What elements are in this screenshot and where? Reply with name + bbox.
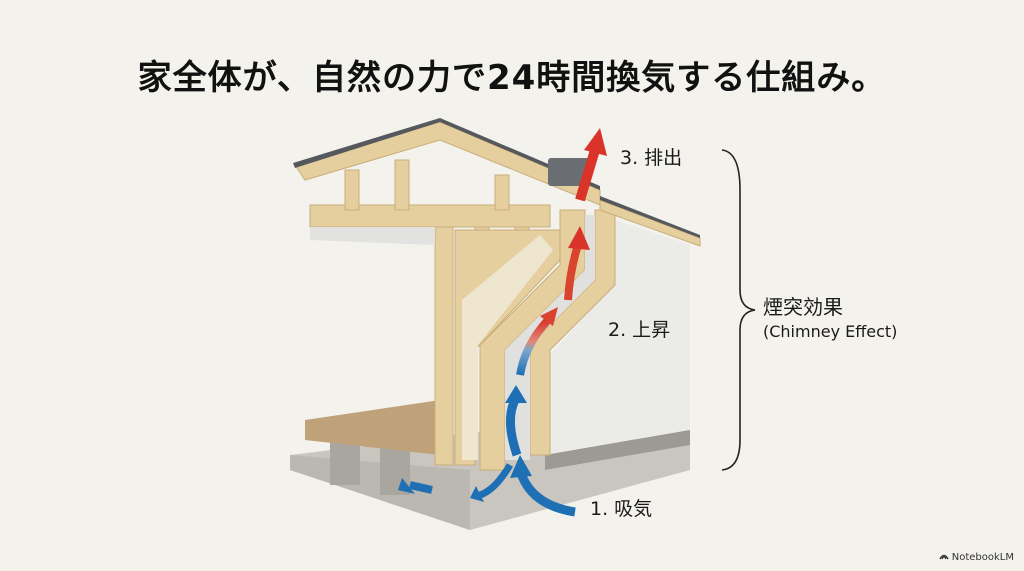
- effect-subtitle: (Chimney Effect): [763, 322, 898, 341]
- brand-name: NotebookLM: [951, 552, 1014, 563]
- brand-watermark: NotebookLM: [939, 552, 1014, 563]
- roof-vent: [548, 158, 590, 186]
- air-cavity: [505, 215, 595, 460]
- page-title: 家全体が、自然の力で24時間換気する仕組み。: [137, 58, 887, 98]
- chimney-effect-note: 煙突効果 (Chimney Effect): [763, 291, 897, 341]
- bracket: [721, 149, 756, 471]
- step-rise-label: 2. 上昇: [608, 319, 671, 341]
- step-exhaust-label: 3. 排出: [620, 147, 683, 169]
- floor-deck: [305, 400, 440, 455]
- step-intake-label: 1. 吸気: [590, 498, 653, 520]
- notebooklm-logo-icon: [939, 552, 949, 563]
- effect-title: 煙突効果: [763, 295, 843, 319]
- insulation: [462, 235, 553, 460]
- exterior-wall: [545, 215, 690, 455]
